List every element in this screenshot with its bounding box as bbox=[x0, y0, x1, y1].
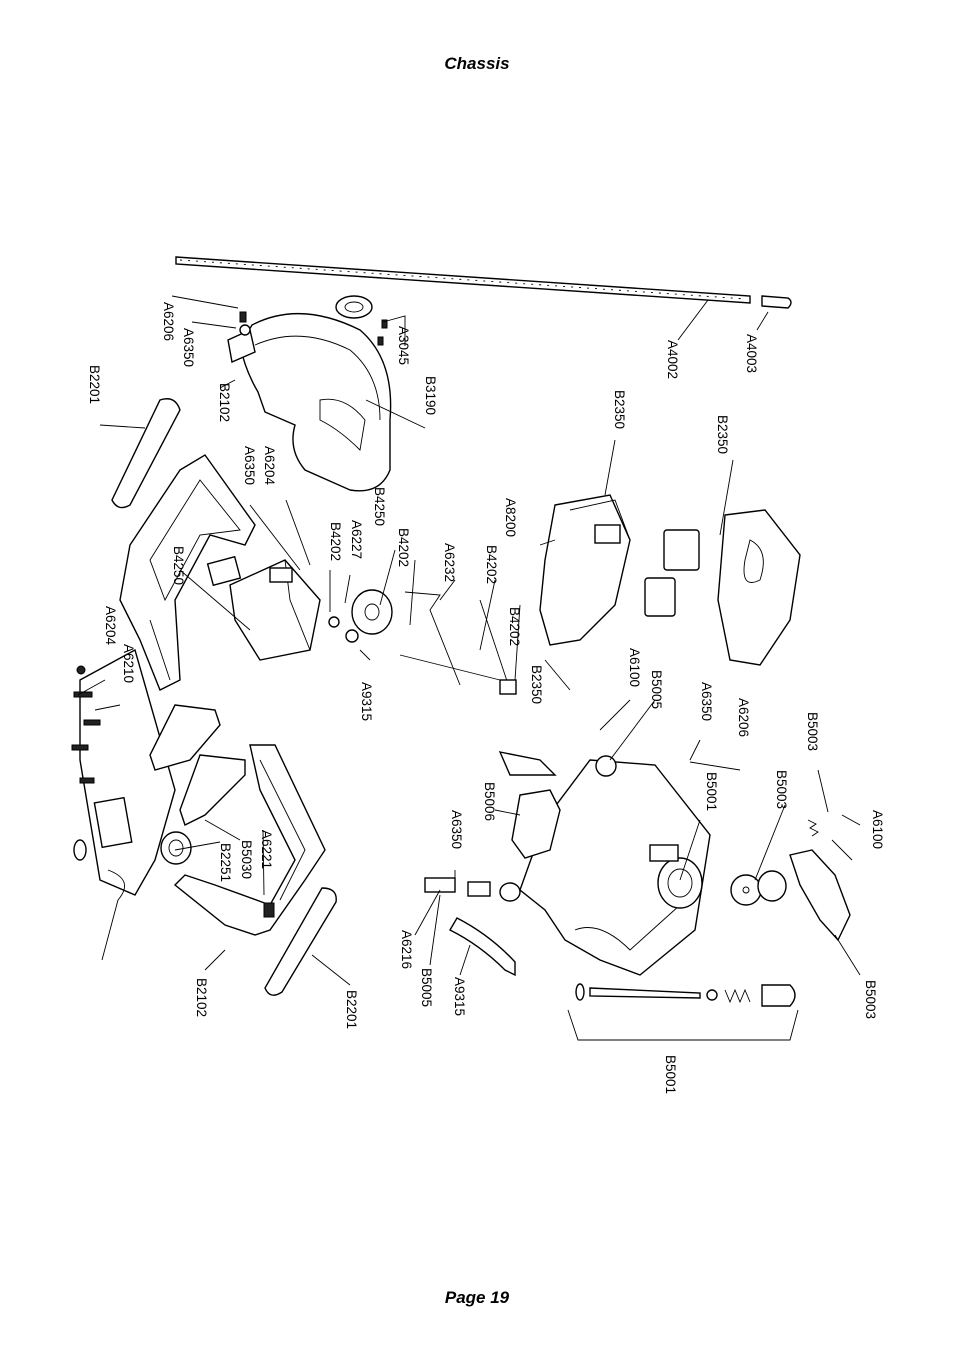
bumper-blocks bbox=[149, 704, 246, 826]
label-b2350: B2350 bbox=[529, 665, 544, 704]
antenna-cap bbox=[761, 295, 792, 309]
label-b5001: B5001 bbox=[663, 1055, 678, 1094]
filler-parts-b5003 bbox=[730, 819, 853, 942]
leader-lines bbox=[77, 295, 861, 1041]
label-b4250: B4250 bbox=[171, 546, 186, 585]
label-a6350: A6350 bbox=[699, 682, 714, 721]
fuel-tank-b5001 bbox=[519, 755, 711, 976]
label-a6206: A6206 bbox=[736, 698, 751, 737]
strut-b2201-bottom bbox=[264, 887, 337, 996]
cowl-b3190 bbox=[227, 312, 392, 492]
pickup-b5001 bbox=[575, 983, 796, 1007]
page-title: Chassis bbox=[444, 54, 510, 73]
label-b5003: B5003 bbox=[863, 980, 878, 1019]
label-b2350: B2350 bbox=[612, 390, 627, 429]
label-a4002: A4002 bbox=[665, 340, 680, 379]
label-a4003: A4003 bbox=[744, 334, 759, 373]
label-a6100: A6100 bbox=[627, 648, 642, 687]
frame-b2102-bottom bbox=[173, 744, 326, 936]
label-b5003: B5003 bbox=[805, 712, 820, 751]
label-b5005: B5005 bbox=[419, 968, 434, 1007]
chassis-plate-left bbox=[71, 648, 176, 961]
label-b3190: B3190 bbox=[423, 376, 438, 415]
label-a6204: A6204 bbox=[103, 606, 118, 646]
servo-horn-b4250 bbox=[328, 589, 393, 643]
label-a6232: A6232 bbox=[442, 543, 457, 582]
label-a3045: A3045 bbox=[396, 326, 411, 365]
antenna-tube bbox=[175, 256, 751, 304]
label-a6221: A6221 bbox=[259, 830, 274, 869]
fuel-filter-b5006 bbox=[498, 751, 561, 859]
label-b4250: B4250 bbox=[372, 487, 387, 526]
servo-assembly bbox=[206, 555, 321, 661]
strut-b2201-top bbox=[111, 398, 181, 509]
label-b5030: B5030 bbox=[239, 840, 254, 879]
label-a6206: A6206 bbox=[161, 302, 176, 341]
fuel-fittings-low bbox=[424, 877, 521, 902]
label-b5005: B5005 bbox=[649, 670, 664, 709]
label-a6204: A6204 bbox=[262, 446, 277, 486]
label-a6216: A6216 bbox=[399, 930, 414, 969]
label-b2102: B2102 bbox=[217, 383, 232, 422]
page-number: Page 19 bbox=[444, 1288, 510, 1307]
label-b2251: B2251 bbox=[218, 843, 233, 882]
label-b4202: B4202 bbox=[328, 522, 343, 561]
label-a9315: A9315 bbox=[359, 682, 374, 721]
label-a6350: A6350 bbox=[449, 810, 464, 849]
label-b2201: B2201 bbox=[344, 990, 359, 1029]
label-a6227: A6227 bbox=[349, 520, 364, 559]
radio-box-b2350 bbox=[539, 494, 700, 646]
label-b4202: B4202 bbox=[507, 607, 522, 646]
label-b5006: B5006 bbox=[482, 782, 497, 821]
grommet-b5030 bbox=[160, 831, 192, 865]
label-a9315: A9315 bbox=[452, 977, 467, 1016]
frame-b2102-top bbox=[119, 454, 256, 691]
label-b5003: B5003 bbox=[774, 770, 789, 809]
label-a6350: A6350 bbox=[242, 446, 257, 485]
label-a6210: A6210 bbox=[121, 644, 136, 683]
label-b4202: B4202 bbox=[484, 545, 499, 584]
label-a6350: A6350 bbox=[181, 328, 196, 367]
label-a8200: A8200 bbox=[503, 498, 518, 537]
fuel-line-a9315 bbox=[449, 917, 516, 977]
label-b2350: B2350 bbox=[715, 415, 730, 454]
label-a6100: A6100 bbox=[870, 810, 885, 849]
label-b5001: B5001 bbox=[704, 772, 719, 811]
small-screws-top bbox=[239, 311, 388, 346]
grommet-a3045 bbox=[335, 295, 373, 319]
linkage-rods bbox=[399, 591, 517, 695]
radio-box-lid bbox=[717, 509, 801, 666]
label-b2102: B2102 bbox=[194, 978, 209, 1017]
label-b2201: B2201 bbox=[87, 365, 102, 404]
label-b4202: B4202 bbox=[396, 528, 411, 567]
part-labels: A4002 A4003 A6206 A6350 A3045 B3190 B220… bbox=[87, 302, 885, 1094]
